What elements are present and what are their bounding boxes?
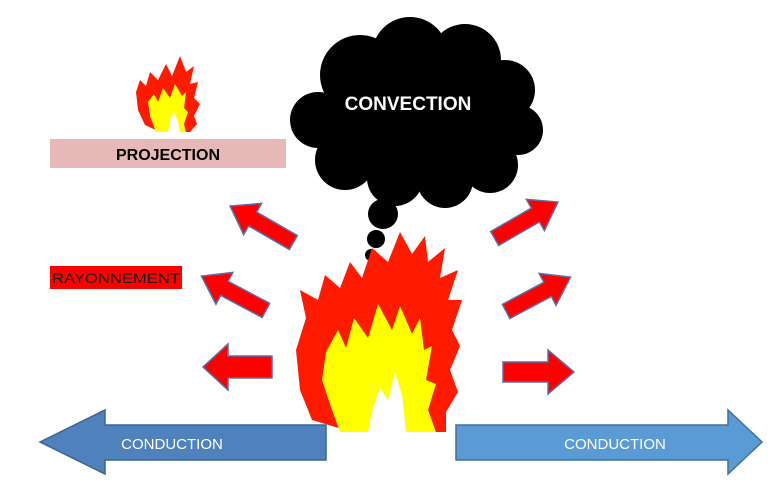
arrow-icon xyxy=(228,202,299,251)
conduction-arrow-right: CONDUCTION xyxy=(455,408,764,476)
arrow-icon xyxy=(200,271,271,319)
smoke-cloud-icon xyxy=(290,17,543,261)
flame-inner xyxy=(322,304,436,432)
conduction-right-arrow-shape xyxy=(455,408,764,476)
arrow-icon xyxy=(502,348,576,396)
conduction-right-label: CONDUCTION xyxy=(564,436,666,453)
small-fire xyxy=(136,56,200,132)
rayonnement-label-box: RAYONNEMENT xyxy=(50,266,182,289)
projection-box xyxy=(50,139,286,168)
arrow-icon xyxy=(489,198,560,247)
arrow-icon xyxy=(501,272,572,320)
radiation-arrows-right xyxy=(489,198,576,396)
projection-label: PROJECTION xyxy=(116,147,220,164)
conduction-arrow-left: CONDUCTION xyxy=(38,408,327,476)
fire-icon xyxy=(296,232,462,432)
conduction-left-arrow-shape xyxy=(38,408,327,476)
small-flame-inner xyxy=(148,84,188,132)
projection-label-box: PROJECTION xyxy=(50,139,286,168)
arrow-icon xyxy=(201,342,273,392)
fire-icon xyxy=(136,56,200,132)
radiation-arrows-left xyxy=(200,202,299,392)
convection-cloud: CONVECTION xyxy=(290,17,543,261)
conduction-left-label: CONDUCTION xyxy=(121,436,223,453)
rayonnement-label: RAYONNEMENT xyxy=(52,270,181,286)
flame-core xyxy=(368,372,406,432)
rayonnement-box xyxy=(50,266,182,289)
small-flame-core xyxy=(168,112,180,132)
convection-label: CONVECTION xyxy=(345,94,472,115)
main-fire xyxy=(296,232,462,432)
